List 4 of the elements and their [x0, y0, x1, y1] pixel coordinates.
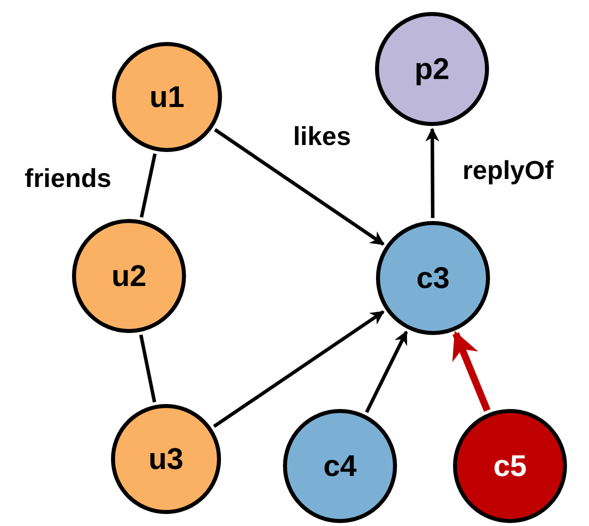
arrow	[214, 128, 385, 246]
edge-label: replyOf	[462, 157, 554, 183]
arrow	[213, 310, 384, 428]
arrow	[425, 128, 440, 218]
